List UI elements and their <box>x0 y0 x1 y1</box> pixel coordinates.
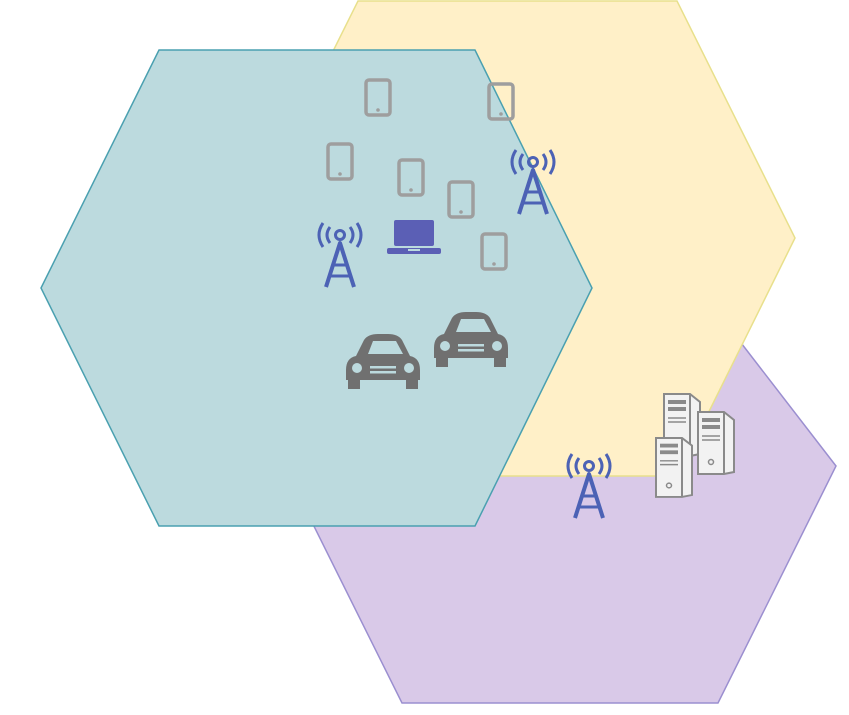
server-icon <box>655 437 693 498</box>
coverage-cell-teal <box>40 49 593 527</box>
server-icon <box>697 411 735 475</box>
laptop-icon <box>387 220 441 254</box>
